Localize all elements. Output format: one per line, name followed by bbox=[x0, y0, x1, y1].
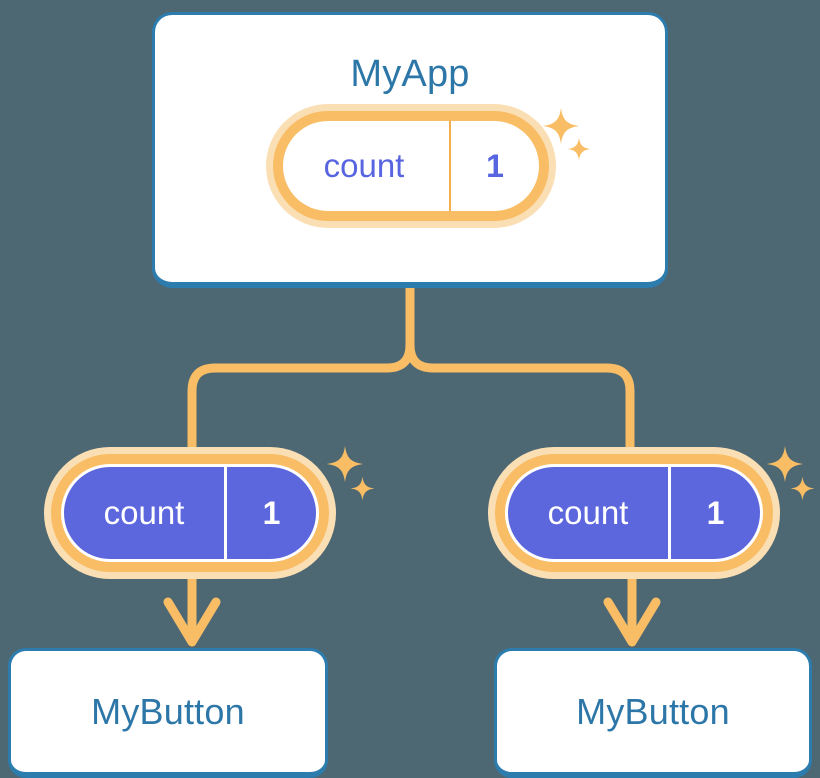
state-key-label: count bbox=[323, 147, 405, 184]
pill-body: count 1 bbox=[283, 121, 539, 211]
state-value-label: 1 bbox=[668, 467, 760, 559]
arrow-left bbox=[163, 576, 221, 647]
mybutton-card-title: MyButton bbox=[576, 691, 730, 732]
pill-inner: count 1 bbox=[508, 467, 760, 559]
mybutton-card-title: MyButton bbox=[91, 691, 245, 732]
state-pill-left-button[interactable]: count 1 bbox=[44, 447, 336, 579]
connector-fork-path bbox=[187, 281, 415, 457]
state-key-label: count bbox=[547, 494, 629, 531]
myapp-card-title: MyApp bbox=[350, 53, 470, 95]
pill-body: count 1 bbox=[505, 464, 763, 562]
sparkle-icon-small-left bbox=[350, 476, 375, 501]
mybutton-card-right[interactable]: MyButton bbox=[494, 648, 812, 778]
state-pill-right-button[interactable]: count 1 bbox=[488, 447, 780, 579]
arrow-right bbox=[603, 576, 661, 647]
mybutton-card-left[interactable]: MyButton bbox=[8, 648, 328, 778]
state-value-label: 1 bbox=[449, 121, 539, 211]
connector-fork-path-right bbox=[405, 340, 635, 457]
state-value-label: 1 bbox=[224, 467, 316, 559]
pill-inner: count 1 bbox=[64, 467, 316, 559]
state-key-label: count bbox=[103, 494, 185, 531]
sparkle-icon-small-right bbox=[790, 476, 815, 501]
pill-body: count 1 bbox=[61, 464, 319, 562]
state-pill-myapp[interactable]: count 1 bbox=[266, 104, 556, 228]
